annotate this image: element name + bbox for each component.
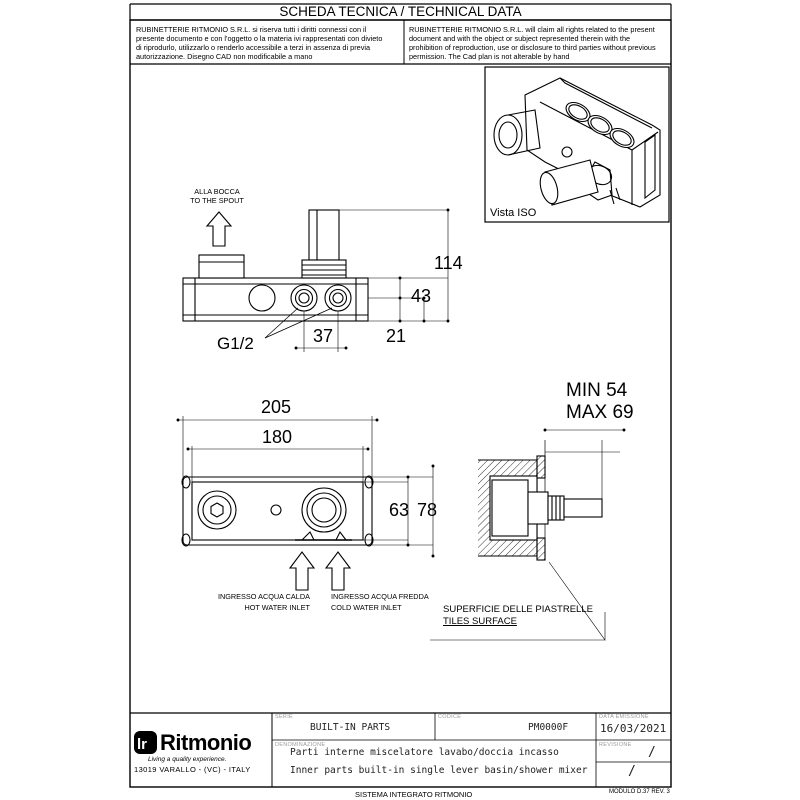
brand-name: Ritmonio — [160, 730, 252, 755]
tiles-surface-label: SUPERFICIE DELLE PIASTRELLE TILES SURFAC… — [443, 604, 593, 627]
spout-label: ALLA BOCCA TO THE SPOUT — [190, 187, 244, 205]
footer-system: SISTEMA INTEGRATO RITMONIO — [355, 790, 473, 799]
dim-width-outer: 205 — [261, 397, 292, 417]
dim-height-mid: 43 — [411, 286, 432, 306]
dim-height-total: 114 — [434, 253, 463, 273]
dim-depth-max: MAX 69 — [566, 402, 634, 423]
dim-width-inner: 180 — [262, 427, 293, 447]
iso-view-label: Vista ISO — [490, 207, 537, 219]
sheet-title: SCHEDA TECNICA / TECHNICAL DATA — [279, 4, 522, 19]
data-emissione-label: DATA EMISSIONE — [599, 714, 649, 720]
dim-height-inner: 63 — [389, 500, 410, 520]
description-italian: Parti interne miscelatore lavabo/doccia … — [290, 747, 559, 758]
dim-depth-min: MIN 54 — [566, 380, 628, 401]
codice-label: CODICE — [438, 714, 462, 720]
title-block-lines — [130, 712, 671, 787]
svg-text:lr: lr — [137, 736, 147, 753]
plan-view — [176, 416, 435, 591]
footer-module: MODULO D.37 REV. 3 — [609, 789, 670, 795]
revision-value-2: / — [628, 764, 636, 779]
serie-label: SERIE — [275, 714, 294, 720]
ritmonio-logo-icon: lr — [134, 731, 157, 754]
hot-inlet-label: INGRESSO ACQUA CALDA HOT WATER INLET — [217, 592, 310, 612]
brand-tagline: Living a quality experience. — [148, 756, 227, 763]
section-view — [430, 428, 626, 641]
revision-value: / — [648, 745, 656, 760]
description-english: Inner parts built-in single lever basin/… — [290, 765, 588, 776]
notice-english: RUBINETTERIE RITMONIO S.R.L. will claim … — [409, 25, 656, 61]
dim-pitch: 37 — [313, 326, 334, 346]
brand-address: 13019 VARALLO - (VC) - ITALY — [134, 765, 251, 774]
data-emissione-value: 16/03/2021 — [600, 722, 667, 735]
front-view — [182, 208, 450, 352]
thread-label: G1/2 — [217, 334, 254, 353]
cold-inlet-label: INGRESSO ACQUA FREDDA COLD WATER INLET — [331, 592, 429, 612]
iso-view-drawing — [493, 77, 661, 208]
dim-height-low: 21 — [386, 326, 407, 346]
denominazione-label: DENOMINAZIONE — [275, 742, 326, 748]
serie-value: BUILT-IN PARTS — [310, 722, 391, 733]
dim-height-outer: 78 — [417, 500, 438, 520]
iso-view-frame — [484, 66, 670, 223]
codice-value: PM0000F — [528, 722, 569, 733]
notice-italian: RUBINETTERIE RITMONIO S.R.L. si riserva … — [136, 25, 383, 61]
revisione-label: REVISIONE — [599, 742, 632, 748]
